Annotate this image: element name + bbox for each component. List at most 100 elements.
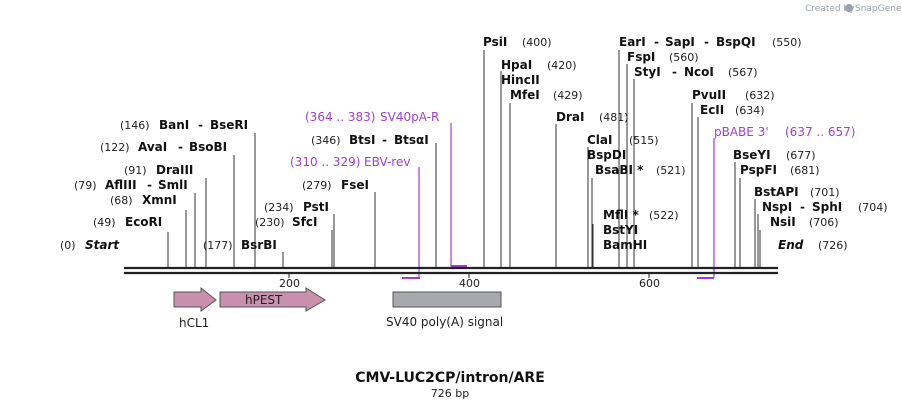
site-position: (704) [858,201,888,214]
site-afliii[interactable]: (79) AflIII - SmlI [74,178,188,192]
primer-name: pBABE 3' [714,125,769,139]
site-psti[interactable]: (234) PstI [264,200,329,214]
site-hpai[interactable]: HpaI (420) HincII [501,58,577,87]
enzyme-name: BtsI [349,133,376,147]
map-end[interactable]: End (726) [778,238,848,252]
site-mfli[interactable]: MflI * (522) BstYI BamHI [603,208,679,252]
enzyme-name: SfcI [292,215,317,229]
enzyme-name: PstI [303,200,329,214]
site-position: (279) [302,179,332,192]
enzyme-name: SphI [812,200,842,214]
enzyme-name: BseYI [733,148,771,162]
site-position: (632) [745,89,775,102]
brand-name: SnapGene [855,4,902,14]
site-position: (122) [100,141,130,154]
enzyme-name: NspI [762,200,792,214]
feature-hpest[interactable]: hPEST [219,287,326,312]
tick-label: 200 [279,277,300,290]
site-position: (400) [522,36,552,49]
site-position: (677) [786,149,816,162]
feature-hcl1[interactable]: hCL1 [173,286,217,330]
site-bseyi[interactable]: BseYI (677) [733,148,816,162]
start-position: (0) [60,239,76,252]
site-position: (429) [553,89,583,102]
site-fsei[interactable]: (279) FseI [302,178,369,192]
site-position: (230) [255,216,285,229]
primer-bars [402,265,714,279]
site-fspi[interactable]: FspI (560) [627,50,699,64]
site-bsrbi[interactable]: (177) BsrBI [203,238,277,252]
end-position: (726) [818,239,848,252]
site-nsii[interactable]: NsiI (706) [770,215,839,229]
enzyme-name: FspI [627,50,655,64]
enzyme-name: NcoI [684,65,714,79]
site-position: (346) [311,134,341,147]
site-ecli[interactable]: EcII (634) [700,103,765,117]
enzyme-name: HpaI [501,58,532,72]
tick-label: 600 [639,277,660,290]
site-position: (68) [110,194,133,207]
site-btsi[interactable]: (346) BtsI - BtsαI [311,133,429,147]
site-position: (567) [728,66,758,79]
svg-text:-: - [654,35,659,49]
site-position: (79) [74,179,97,192]
site-position: (560) [669,51,699,64]
site-position: (420) [547,59,577,72]
site-ecori[interactable]: (49) EcoRI [93,215,162,229]
primer-pbabe3[interactable]: pBABE 3' (637 .. 657) [714,125,855,139]
primer-leaders [418,123,715,278]
enzyme-name: EcoRI [125,215,162,229]
site-leader-lines [167,50,761,268]
enzyme-name: MflI * [603,208,639,222]
site-position: (91) [124,164,147,177]
primer-ebv-rev[interactable]: (310 .. 329) EBV-rev [290,155,410,169]
feature-label: SV40 poly(A) signal [386,315,503,329]
site-bstapi[interactable]: BstAPI (701) [754,185,840,199]
scale: 200 400 600 [279,273,660,290]
site-mfei[interactable]: MfeI (429) [510,88,583,102]
site-position: (515) [629,134,659,147]
svg-text:-: - [800,200,805,214]
site-position: (234) [264,201,294,214]
enzyme-name: EcII [700,103,724,117]
site-clai[interactable]: ClaI (515) BspDI [587,133,659,162]
site-pvuii[interactable]: PvuII (632) [692,88,775,102]
primer-range: (637 .. 657) [785,125,855,139]
site-xmni[interactable]: (68) XmnI [110,193,177,207]
site-position: (522) [649,209,679,222]
primer-name: EBV-rev [364,155,410,169]
feature-label: hPEST [245,293,283,307]
site-bani[interactable]: (146) BanI - BseRI [120,118,248,132]
site-avai[interactable]: (122) AvaI - BsoBI [100,140,227,154]
site-eari[interactable]: EarI - SapI - BspQI (550) [619,35,802,49]
primer-sv40pa-r[interactable]: (364 .. 383) SV40pA-R [305,110,439,124]
site-drai[interactable]: DraI (481) [556,110,629,124]
feature-box [392,291,502,308]
site-pspfi[interactable]: PspFI (681) [740,163,820,177]
svg-text:-: - [178,140,183,154]
enzyme-name: FseI [341,178,369,192]
feature-label: hCL1 [179,316,209,330]
site-styi[interactable]: StyI - NcoI (567) [634,65,758,79]
enzyme-name: ClaI [587,133,612,147]
tick-label: 400 [459,277,480,290]
site-bsabi[interactable]: BsaBI * (521) [595,163,686,177]
site-sfci[interactable]: (230) SfcI [255,215,317,229]
map-start[interactable]: (0) Start [60,238,120,252]
svg-text:-: - [382,133,387,147]
site-nspi[interactable]: NspI - SphI (704) [762,200,888,214]
enzyme-name: BstAPI [754,185,799,199]
enzyme-name: BsaBI * [595,163,644,177]
site-position: (49) [93,216,116,229]
enzyme-name: BsoBI [189,140,227,154]
site-position: (634) [735,104,765,117]
enzyme-name: EarI [619,35,646,49]
site-draiii[interactable]: (91) DraIII [124,163,193,177]
feature-sv40-polya[interactable]: SV40 poly(A) signal [386,291,503,329]
enzyme-name: BseRI [210,118,248,132]
primer-sv40pa-r-leader [450,123,467,267]
site-psii[interactable]: PsiI (400) [483,35,552,49]
snapgene-brand: Created by SnapGene [805,4,902,14]
enzyme-name: PsiI [483,35,507,49]
